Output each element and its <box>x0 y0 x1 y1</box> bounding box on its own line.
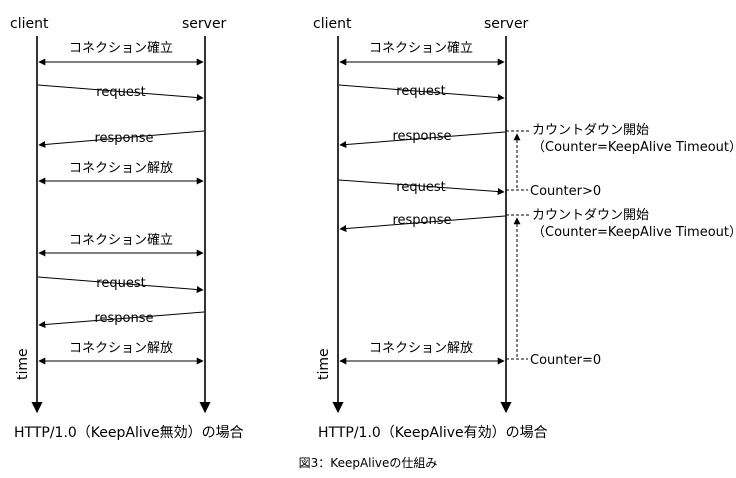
right-release-label: コネクション解放 <box>369 341 473 356</box>
left-caption: HTTP/1.0（KeepAlive無効）の場合 <box>14 425 244 441</box>
left-client-label: client <box>10 16 49 32</box>
left-release-label-1: コネクション解放 <box>69 161 173 176</box>
left-release-label-2: コネクション解放 <box>69 341 173 356</box>
right-caption: HTTP/1.0（KeepAlive有効）の場合 <box>318 425 548 441</box>
right-server-label: server <box>484 16 529 32</box>
right-timeout-note-1: （Counter=KeepAlive Timeout） <box>532 140 736 155</box>
right-response-arrow-1 <box>339 131 506 148</box>
left-request-label-1: request <box>96 85 145 100</box>
right-countdown-note-1: カウントダウン開始 <box>532 123 649 138</box>
left-response-label-1: response <box>94 131 153 146</box>
left-request-arrow-1 <box>37 84 204 101</box>
right-time-label: time <box>316 348 332 380</box>
right-response-label-2: response <box>392 213 451 228</box>
right-response-arrow-2 <box>339 215 506 232</box>
right-diagram: client server time コネクション確立 request resp… <box>313 16 736 441</box>
figure-caption: 図3：KeepAliveの仕組み <box>299 456 438 470</box>
left-request-label-2: request <box>96 276 145 291</box>
left-request-arrow-2 <box>37 276 204 293</box>
right-counter-gt0-note: Counter>0 <box>530 184 601 199</box>
right-request-arrow-2 <box>338 179 505 196</box>
left-connect-label-2: コネクション確立 <box>69 232 173 248</box>
left-time-label: time <box>15 348 31 380</box>
left-response-arrow-1 <box>38 130 205 148</box>
right-request-arrow-1 <box>338 84 505 101</box>
left-diagram: client server time コネクション確立 request resp… <box>10 16 244 441</box>
left-server-label: server <box>182 16 227 32</box>
right-response-label-1: response <box>392 129 451 144</box>
right-client-label: client <box>313 16 352 32</box>
right-request-label-1: request <box>396 84 445 99</box>
left-connect-label-1: コネクション確立 <box>69 40 173 56</box>
right-timeout-note-2: （Counter=KeepAlive Timeout） <box>532 225 736 240</box>
left-response-label-2: response <box>94 311 153 326</box>
left-response-arrow-2 <box>38 311 205 328</box>
right-request-label-2: request <box>396 180 445 195</box>
right-countdown-note-2: カウントダウン開始 <box>532 208 649 223</box>
right-connect-label: コネクション確立 <box>369 40 473 56</box>
right-counter-eq0-note: Counter=0 <box>530 353 601 368</box>
